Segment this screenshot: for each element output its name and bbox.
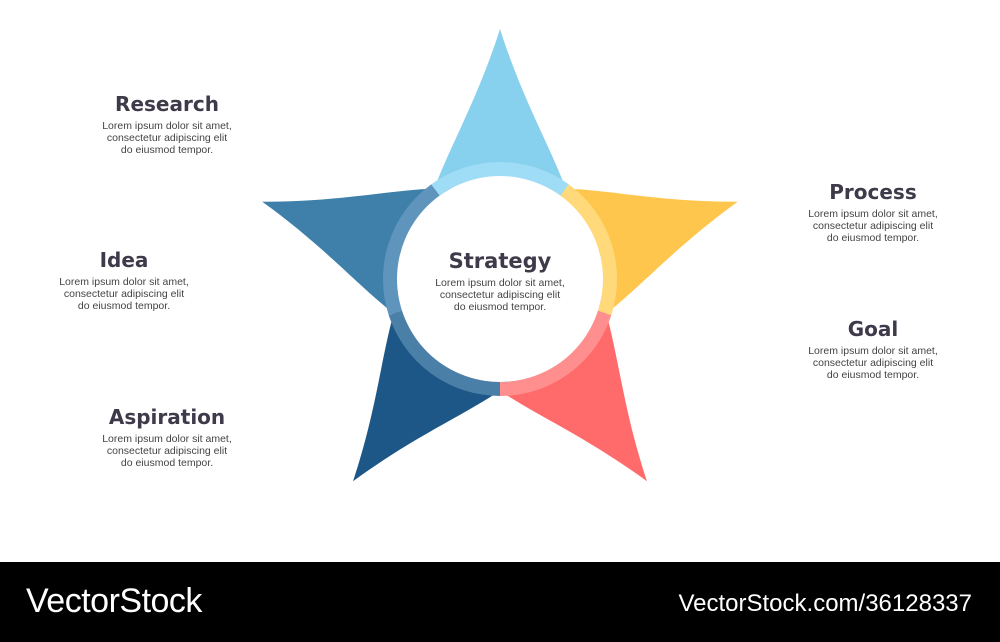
ring-segment-goal: [499, 310, 612, 396]
ring-segment-top: [431, 162, 569, 196]
center-circle: [397, 176, 603, 382]
desc-line: consectetur adipiscing elit: [439, 289, 561, 301]
desc-line: Lorem ipsum dolor sit amet,: [102, 433, 232, 445]
desc-line: do eiusmod tempor.: [826, 369, 920, 381]
item-desc: Lorem ipsum dolor sit amet, consectetur …: [14, 276, 234, 312]
image-id: VectorStock.com/36128337: [678, 590, 972, 617]
ring-segment-aspiration: [388, 310, 501, 396]
item-process: Process Lorem ipsum dolor sit amet, cons…: [763, 180, 983, 244]
desc-line: do eiusmod tempor.: [120, 144, 214, 156]
desc-line: do eiusmod tempor.: [826, 232, 920, 244]
item-idea: Idea Lorem ipsum dolor sit amet, consect…: [14, 248, 234, 312]
watermark-footer: VectorStock VectorStock.com/36128337: [0, 562, 1000, 642]
item-title: Goal: [847, 317, 899, 341]
item-title: Process: [829, 180, 917, 204]
ring-segment-process: [560, 184, 617, 316]
item-title: Idea: [99, 248, 149, 272]
desc-line: consectetur adipiscing elit: [106, 132, 228, 144]
brand-logo: VectorStock: [26, 582, 202, 620]
desc-line: Lorem ipsum dolor sit amet,: [59, 276, 189, 288]
desc-line: consectetur adipiscing elit: [106, 445, 228, 457]
item-research: Research Lorem ipsum dolor sit amet, con…: [57, 92, 277, 156]
center-label: Strategy Lorem ipsum dolor sit amet, con…: [398, 249, 602, 313]
desc-line: Lorem ipsum dolor sit amet,: [808, 345, 938, 357]
item-title: Research: [115, 92, 219, 116]
item-desc: Lorem ipsum dolor sit amet, consectetur …: [57, 433, 277, 469]
item-title: Aspiration: [108, 405, 226, 429]
item-desc: Lorem ipsum dolor sit amet, consectetur …: [763, 345, 983, 381]
center-desc: Lorem ipsum dolor sit amet, consectetur …: [398, 277, 602, 313]
desc-line: consectetur adipiscing elit: [63, 288, 185, 300]
desc-line: consectetur adipiscing elit: [812, 220, 934, 232]
desc-line: consectetur adipiscing elit: [812, 357, 934, 369]
item-desc: Lorem ipsum dolor sit amet, consectetur …: [57, 120, 277, 156]
item-goal: Goal Lorem ipsum dolor sit amet, consect…: [763, 317, 983, 381]
desc-line: do eiusmod tempor.: [77, 300, 171, 312]
desc-line: do eiusmod tempor.: [453, 301, 547, 313]
ring-segment-research: [383, 184, 440, 316]
desc-line: Lorem ipsum dolor sit amet,: [102, 120, 232, 132]
flower-diagram: [262, 29, 738, 482]
item-aspiration: Aspiration Lorem ipsum dolor sit amet, c…: [57, 405, 277, 469]
center-title: Strategy: [448, 249, 552, 273]
desc-line: Lorem ipsum dolor sit amet,: [808, 208, 938, 220]
desc-line: do eiusmod tempor.: [120, 457, 214, 469]
item-desc: Lorem ipsum dolor sit amet, consectetur …: [763, 208, 983, 244]
desc-line: Lorem ipsum dolor sit amet,: [435, 277, 565, 289]
